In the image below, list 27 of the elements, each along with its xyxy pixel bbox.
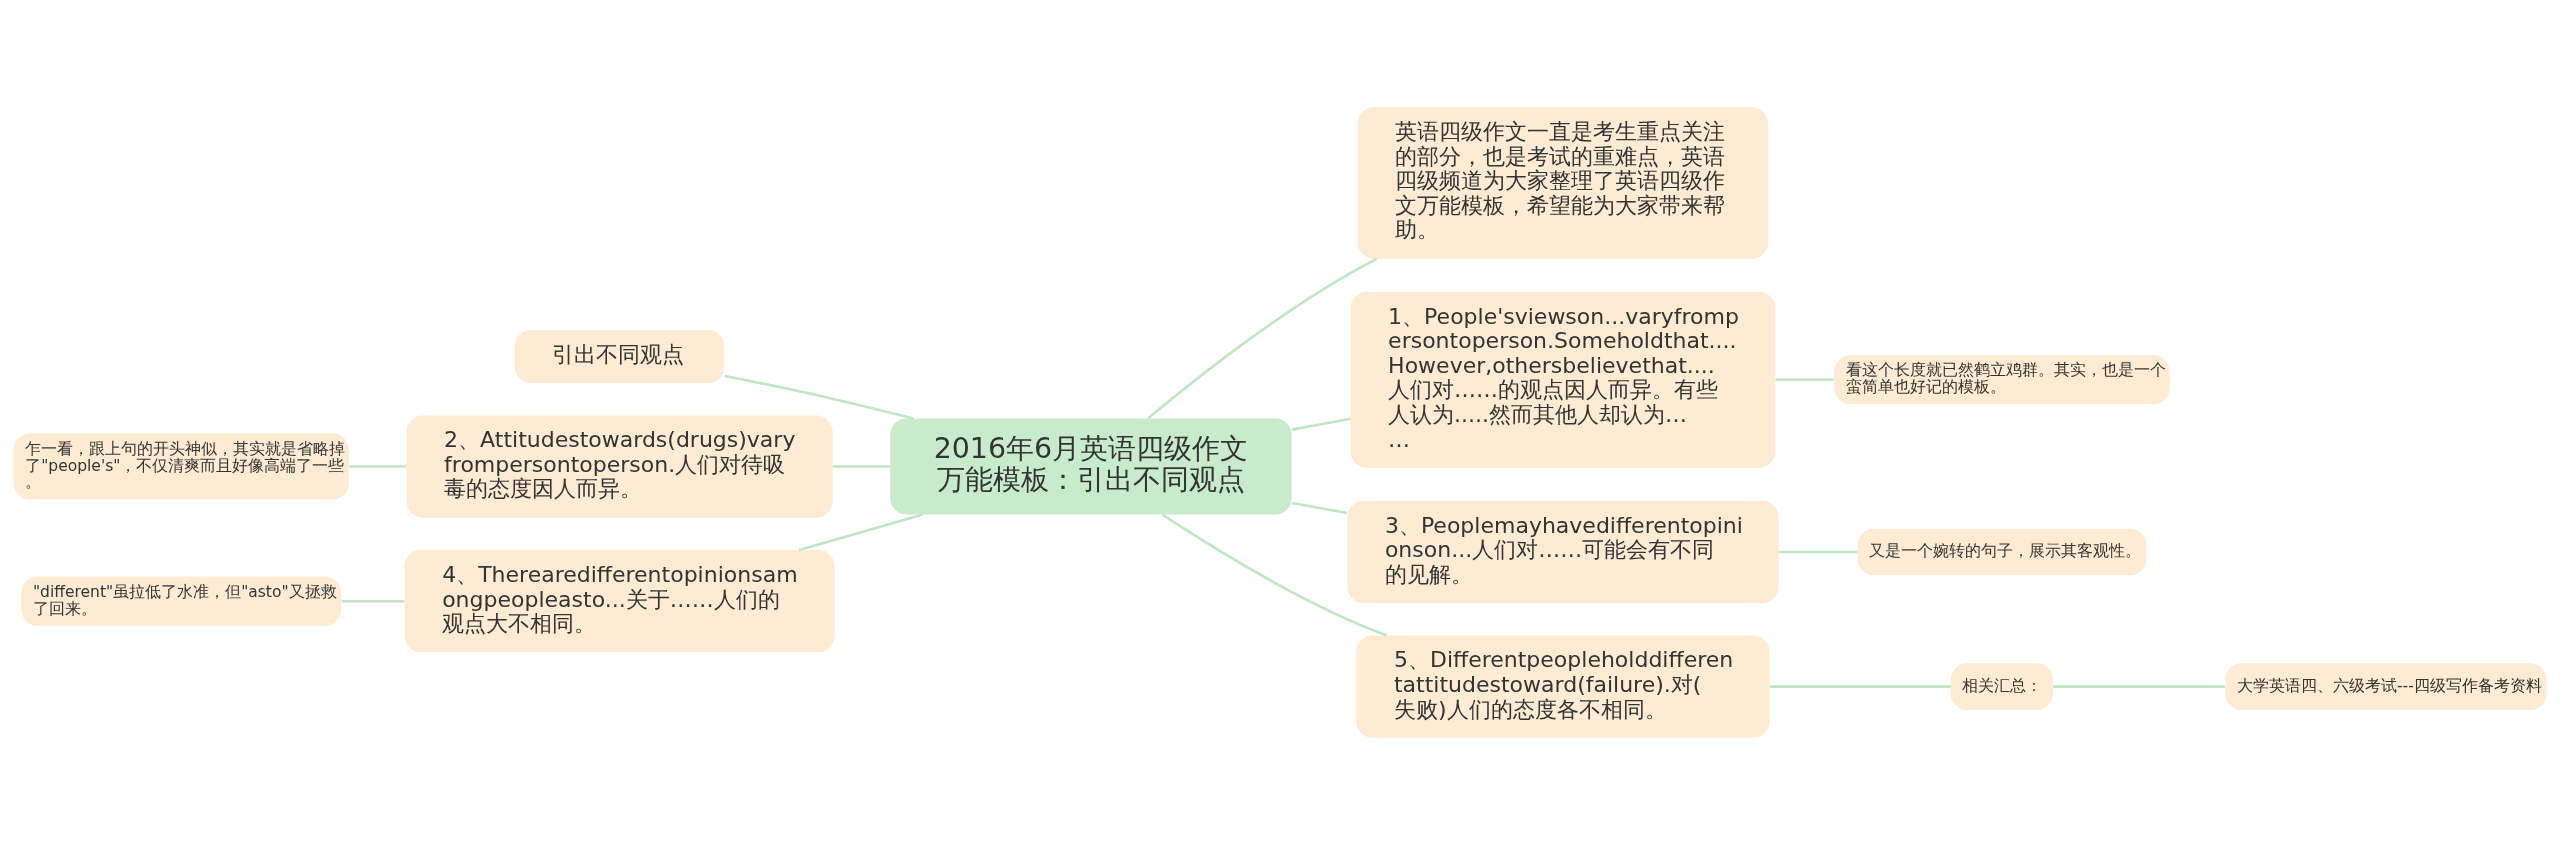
connector bbox=[1778, 550, 1858, 553]
node-box: 4、Therearedifferentopinionsamongpeopleasto...关于……人们的观点大不相同。 bbox=[404, 549, 835, 652]
connector bbox=[1291, 417, 1351, 431]
node-box: 3、Peoplemayhavedifferentopinionson...人们对……可能会有不同的见解。 bbox=[1347, 500, 1779, 603]
node-box: 1、People'sviewson...varyfrompersontoperson.Someholdthat....However,othersbelievethat....人们对……的观点因人而异。有些人认为.....然而其他人却认为…… bbox=[1350, 291, 1776, 468]
node-box: 又是一个婉转的句子，展示其客观性。 bbox=[1857, 528, 2147, 575]
connector bbox=[1775, 377, 1834, 381]
connector bbox=[1291, 501, 1348, 514]
node-box: 看这个长度就已然鹤立鸡群。其实，也是一个蛮简单也好记的模板。 bbox=[1834, 354, 2170, 404]
connector bbox=[1147, 257, 1378, 419]
node-box: 大学英语四、六级考试---四级写作备考资料 bbox=[2225, 662, 2547, 710]
node-box: "different"虽拉低了水准，但"asto"又拯救了回来。 bbox=[21, 576, 342, 626]
connector bbox=[724, 374, 914, 420]
connector bbox=[832, 464, 890, 468]
node-box: 相关汇总： bbox=[1950, 662, 2054, 710]
connector bbox=[349, 464, 407, 468]
node-box: 引出不同观点 bbox=[514, 329, 725, 383]
node-box: 2、Attitudestowards(drugs)varyfrompersontoperson.人们对待吸毒的态度因人而异。 bbox=[406, 414, 833, 518]
node-box: 英语四级作文一直是考生重点关注的部分，也是考试的重难点，英语四级频道为大家整理了英语四级作文万能模板，希望能为大家带来帮助。 bbox=[1357, 106, 1769, 259]
connector bbox=[2053, 684, 2225, 688]
node-box: 5、Differentpeopleholddifferentattitudestoward(failure).对(失败)人们的态度各不相同。 bbox=[1356, 635, 1770, 738]
connector bbox=[1769, 684, 1951, 688]
node-box: 乍一看，跟上句的开头神似，其实就是省略掉了"people's"，不仅清爽而且好像高端了一些。 bbox=[13, 433, 349, 500]
connector bbox=[798, 512, 923, 551]
node-box: 2016年6月英语四级作文万能模板：引出不同观点 bbox=[890, 418, 1292, 514]
connector bbox=[341, 599, 405, 602]
connector bbox=[1161, 513, 1388, 637]
